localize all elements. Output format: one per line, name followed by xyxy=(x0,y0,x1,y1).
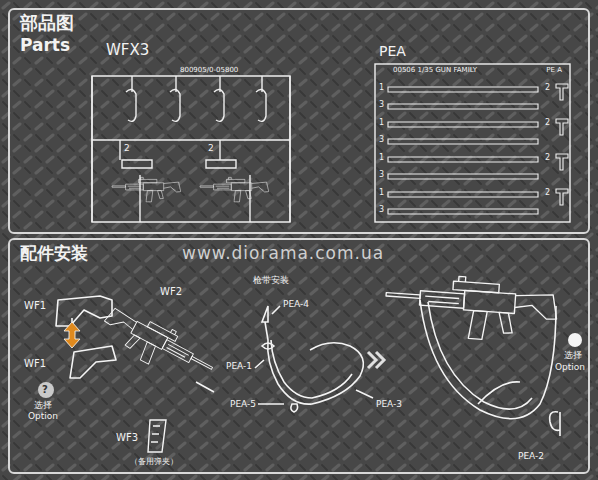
node-text: PE A xyxy=(546,67,562,75)
part-number: 2 xyxy=(124,144,130,154)
option-mark: ? xyxy=(42,384,48,395)
part-name: WF2 xyxy=(160,286,182,297)
part-number: 3 xyxy=(379,171,384,180)
part-name: PEA-5 xyxy=(230,400,256,410)
heading: PEA xyxy=(379,44,406,59)
part-name: PEA-3 xyxy=(376,400,402,410)
note: （备用弹夹） xyxy=(130,458,178,467)
part-number: 3 xyxy=(379,136,384,145)
node-text: 00506 1/35 GUN FAMILY xyxy=(393,67,477,75)
watermark: www.diorama.com.ua xyxy=(182,244,384,263)
option-text: 选择 xyxy=(564,351,582,361)
parts-panel: 部品图 Parts PEA 00506 1/35 GUN FAMILY PE A xyxy=(8,8,590,234)
sprue-code: WFX3 xyxy=(106,42,149,59)
part-number: 2 xyxy=(545,119,550,128)
part-number: 3 xyxy=(379,101,384,110)
part-name: WF1 xyxy=(24,300,46,311)
option-text: 选择 xyxy=(34,401,52,411)
part-number: 1 xyxy=(379,119,384,128)
part-name: WF3 xyxy=(116,432,138,443)
part-number: 1 xyxy=(379,84,384,93)
part-number: 1 xyxy=(379,154,384,163)
part-number: 2 xyxy=(545,154,550,163)
part-name: WF1 xyxy=(24,358,46,369)
heading: 配件安装 xyxy=(20,244,88,263)
part-name: PEA-4 xyxy=(283,300,309,310)
option-text: Option xyxy=(555,363,585,373)
photo-etch-fret: PEA 00506 1/35 GUN FAMILY PE A xyxy=(375,44,570,222)
part-number: 3 xyxy=(379,206,384,215)
part-number: 2 xyxy=(208,144,214,154)
part-name: PEA-2 xyxy=(518,452,544,462)
sprue-number: 800905/0-05800 xyxy=(180,67,238,75)
part-number: 2 xyxy=(545,189,550,198)
assembly-panel: 配件安装 xyxy=(8,238,590,474)
heading: 部品图 xyxy=(20,13,74,33)
option-text: Option xyxy=(28,412,58,422)
part-number: 2 xyxy=(545,84,550,93)
part-number: 1 xyxy=(379,189,384,198)
sub-heading: 枪带安装 xyxy=(253,276,289,286)
node-text: Parts xyxy=(20,36,70,55)
part-name: PEA-1 xyxy=(226,362,252,372)
